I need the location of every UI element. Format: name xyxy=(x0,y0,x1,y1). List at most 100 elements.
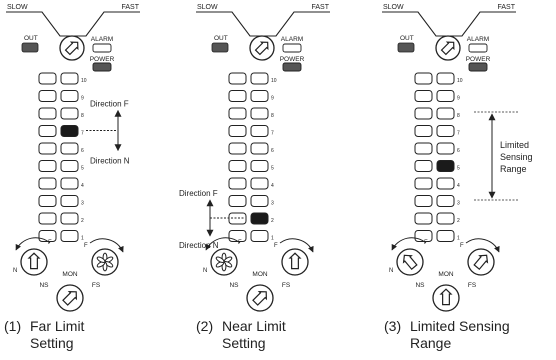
level-lamp-right xyxy=(60,160,79,172)
out-label: OUT xyxy=(214,35,228,42)
level-lamp-right xyxy=(60,72,79,85)
level-lamp-left xyxy=(228,177,247,190)
ns-label: NS xyxy=(229,282,239,289)
scale-tick-label: 5 xyxy=(457,166,460,172)
scale-tick-label: 9 xyxy=(271,96,274,102)
star-petal xyxy=(215,256,225,263)
scale-tick-label: 6 xyxy=(271,148,274,154)
scale-tick-label: 2 xyxy=(271,218,274,224)
adjust-arrow-icon xyxy=(27,252,41,270)
level-lamp-left xyxy=(414,160,433,172)
scale-tick-label: 3 xyxy=(271,201,274,207)
caption-near-limit: (2) Near Limit Setting xyxy=(196,318,346,352)
f-label: F xyxy=(84,243,88,249)
arrow-glyph xyxy=(440,41,455,56)
scale-tick-label: 7 xyxy=(457,131,460,137)
arrow-glyph xyxy=(62,290,78,306)
power-label: POWER xyxy=(466,56,491,63)
arrow-glyph xyxy=(252,290,268,306)
caption-line-2: Setting xyxy=(222,335,266,351)
alarm-label: ALARM xyxy=(91,36,113,43)
caption-line-2: Setting xyxy=(30,335,74,351)
asterisk-icon xyxy=(215,252,233,272)
direction-n-text: Direction N xyxy=(90,157,130,166)
level-lamp-right xyxy=(250,177,269,190)
alarm-lamp xyxy=(92,43,112,53)
rotate-arc-left xyxy=(15,237,51,251)
power-label: POWER xyxy=(90,56,115,63)
speed-knob-arrow-icon xyxy=(254,41,269,56)
out-lamp xyxy=(211,42,229,53)
level-lamp-right xyxy=(436,125,455,137)
power-lamp xyxy=(468,62,488,72)
direction-f-text: Direction F xyxy=(90,100,129,109)
level-lamp-left xyxy=(38,195,57,207)
scale-tick-label: 7 xyxy=(81,131,84,137)
out-label: OUT xyxy=(24,35,38,42)
level-lamp-lit xyxy=(60,125,79,137)
mon-label: MON xyxy=(62,271,77,278)
f-label: F xyxy=(460,243,464,249)
caption-number: (1) xyxy=(4,318,22,334)
range-text-line-1: Limited xyxy=(500,140,529,150)
mode-knob-arrow-icon xyxy=(252,290,268,306)
mon-label: MON xyxy=(252,271,267,278)
caption-far-limit: (1) Far Limit Setting xyxy=(4,318,154,352)
level-lamp-right xyxy=(60,142,79,155)
scale-tick-label: 8 xyxy=(457,113,460,119)
scale-tick-label: 2 xyxy=(81,218,84,224)
level-lamp-lit xyxy=(250,212,269,225)
alarm-label: ALARM xyxy=(281,36,303,43)
scale-tick-label: 10 xyxy=(271,78,277,84)
level-lamp-right xyxy=(436,142,455,155)
annotation-far: Direction F Direction N xyxy=(86,100,130,166)
caption-line-1: Far Limit xyxy=(30,318,85,334)
power-lamp xyxy=(92,62,112,72)
scale-tick-label: 1 xyxy=(81,236,84,242)
caption-line-2: Range xyxy=(410,335,452,351)
scale-tick-label: 6 xyxy=(457,148,460,154)
level-lamp-left xyxy=(38,72,57,85)
direction-f-text: Direction F xyxy=(179,189,218,198)
level-lamp-left xyxy=(228,142,247,155)
f-label: F xyxy=(48,240,52,246)
rotate-arc-right xyxy=(465,238,500,253)
level-lamp-right xyxy=(60,107,79,120)
level-lamp-left xyxy=(38,160,57,172)
slow-label: SLOW xyxy=(197,4,218,11)
ns-label: NS xyxy=(39,282,49,289)
power-lamp xyxy=(282,62,302,72)
rotate-arc-left xyxy=(205,237,241,251)
level-lamp-right xyxy=(436,177,455,190)
fs-label: FS xyxy=(282,282,291,289)
level-lamp-left xyxy=(414,212,433,225)
arrow-glyph xyxy=(402,254,418,271)
slow-label: SLOW xyxy=(383,4,404,11)
level-lamp-left xyxy=(414,142,433,155)
n-label: N xyxy=(13,268,17,274)
f-label: F xyxy=(424,240,428,246)
n-label: N xyxy=(389,268,393,274)
level-lamp-left xyxy=(414,125,433,137)
scale-tick-label: 2 xyxy=(457,218,460,224)
scale-tick-label: 8 xyxy=(81,113,84,119)
caption-line-1: Near Limit xyxy=(222,318,286,334)
caption-limited-sensing-range: (3)Limited Sensing Range xyxy=(384,318,554,352)
out-lamp xyxy=(21,42,39,53)
scale-tick-label: 4 xyxy=(271,183,274,189)
level-lamp-left xyxy=(414,177,433,190)
rotate-arc-right xyxy=(89,238,124,253)
scale-tick-label: 10 xyxy=(457,78,463,84)
fast-label: FAST xyxy=(121,4,139,11)
level-lamp-right xyxy=(250,107,269,120)
arrow-glyph xyxy=(64,41,79,56)
speed-scale-line xyxy=(196,11,330,37)
level-lamp-lit xyxy=(436,160,455,172)
scale-tick-label: 4 xyxy=(81,183,84,189)
arrow-glyph xyxy=(254,41,269,56)
caption-number: (2) xyxy=(196,318,214,334)
arrow-glyph xyxy=(27,252,41,270)
